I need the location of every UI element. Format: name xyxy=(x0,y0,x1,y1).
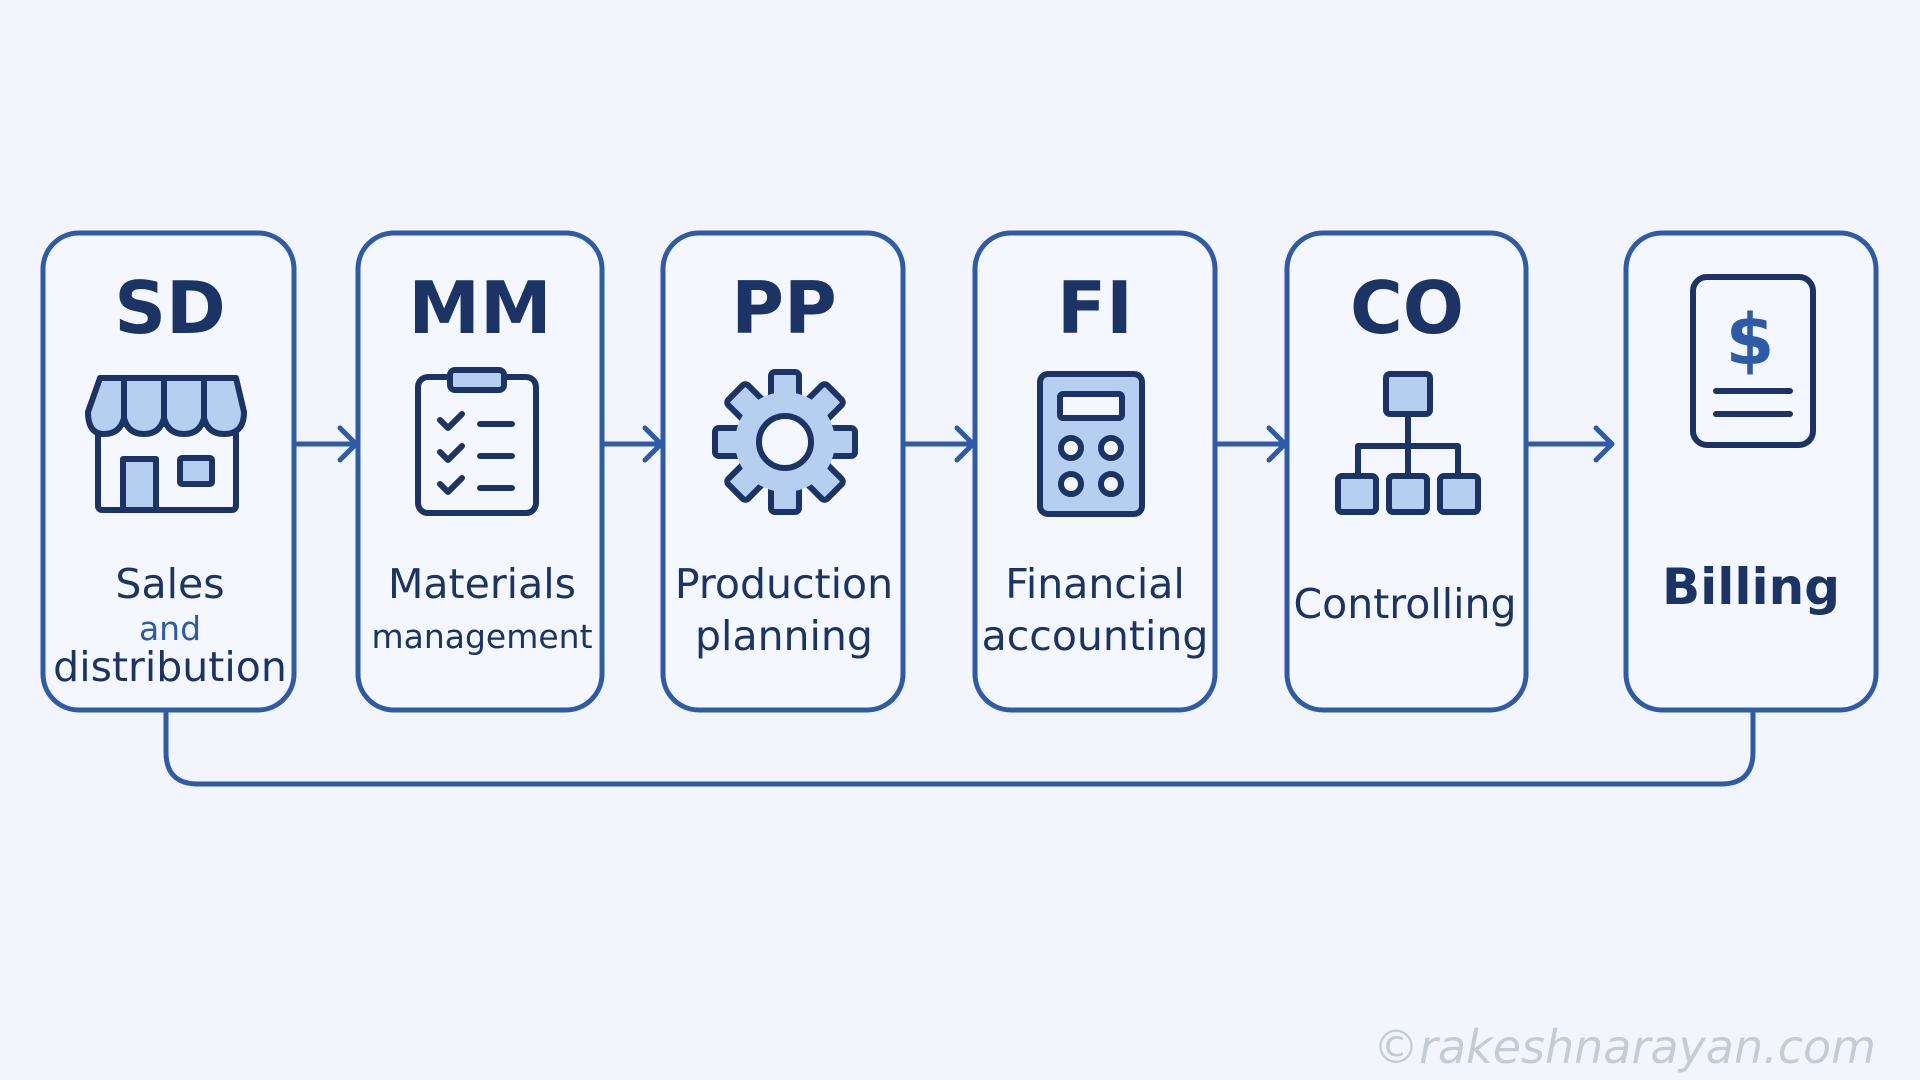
calculator-icon xyxy=(1037,371,1145,517)
gear-icon xyxy=(712,369,858,515)
arrow-co-billing xyxy=(1525,425,1615,463)
module-box-fi: FI Financial accounting xyxy=(972,230,1218,713)
module-label-line1: Billing xyxy=(1662,558,1840,616)
module-label-line2: accounting xyxy=(982,612,1209,660)
module-code: SD xyxy=(114,266,226,350)
module-label-line2: planning xyxy=(695,612,873,660)
module-code: CO xyxy=(1350,266,1464,350)
watermark-text: ©rakeshnarayan.com xyxy=(1372,1020,1876,1074)
module-code: FI xyxy=(1057,266,1133,350)
arrow-sd-mm xyxy=(293,425,359,463)
module-label-line1: Materials xyxy=(388,560,576,608)
module-box-billing: $ Billing xyxy=(1623,230,1879,713)
org-chart-icon xyxy=(1335,371,1481,515)
module-code: MM xyxy=(408,266,551,350)
arrow-pp-fi xyxy=(901,425,976,463)
module-box-co: CO Controlling xyxy=(1284,230,1529,713)
module-label-line1: Production xyxy=(675,560,893,608)
svg-text:$: $ xyxy=(1726,299,1775,381)
module-label-line2: and xyxy=(139,609,201,648)
module-box-pp: PP Production planning xyxy=(660,230,906,713)
module-box-mm: MM Materials management xyxy=(355,230,605,713)
module-label-line1: Sales xyxy=(115,560,224,608)
clipboard-checklist-icon xyxy=(415,367,539,516)
module-box-sd: SD Sales and distribution xyxy=(40,230,297,713)
module-label-line2: management xyxy=(371,617,592,656)
storefront-icon xyxy=(85,375,247,513)
module-label-line1: Controlling xyxy=(1294,580,1517,628)
arrow-mm-pp xyxy=(601,425,664,463)
module-code: PP xyxy=(731,266,837,350)
arrow-fi-co xyxy=(1213,425,1288,463)
module-label-line1: Financial xyxy=(1005,560,1185,608)
module-label-line3: distribution xyxy=(53,643,287,691)
dollar-invoice-icon: $ xyxy=(1690,274,1816,448)
loop-connector xyxy=(163,709,1756,787)
